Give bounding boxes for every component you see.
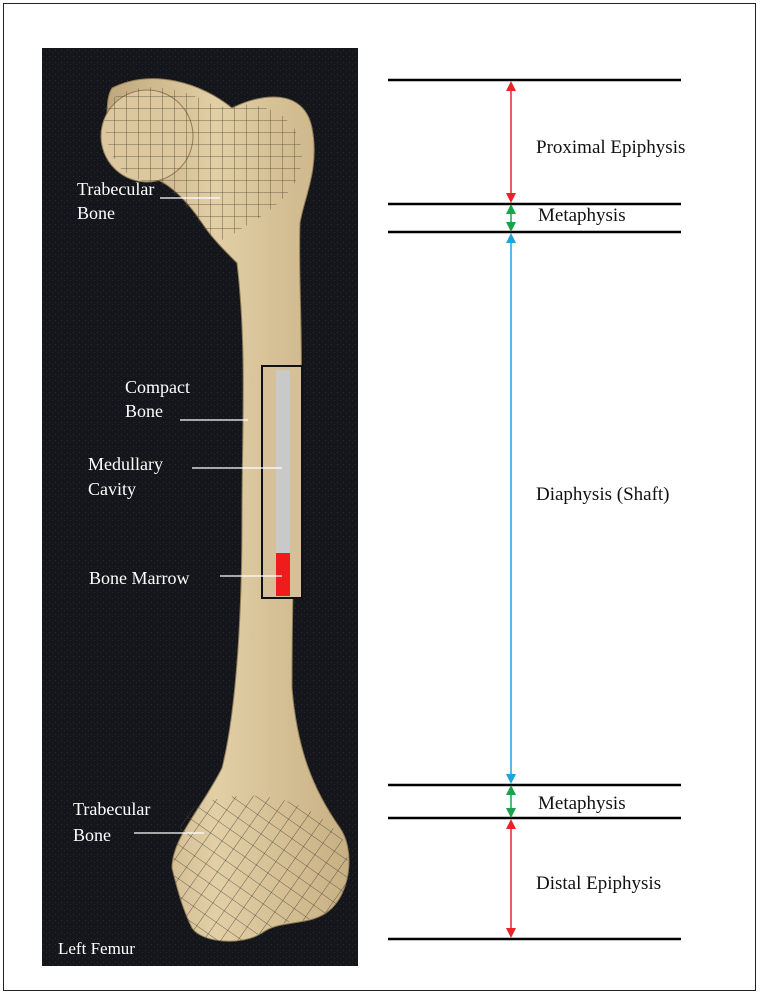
metaphysis-top-label: Metaphysis xyxy=(538,205,626,227)
distal-epiphysis-label: Distal Epiphysis xyxy=(536,873,661,895)
metaphysis-bottom-label: Metaphysis xyxy=(538,793,626,815)
diaphysis-label: Diaphysis (Shaft) xyxy=(536,484,670,506)
proximal-epiphysis-label: Proximal Epiphysis xyxy=(536,137,685,159)
